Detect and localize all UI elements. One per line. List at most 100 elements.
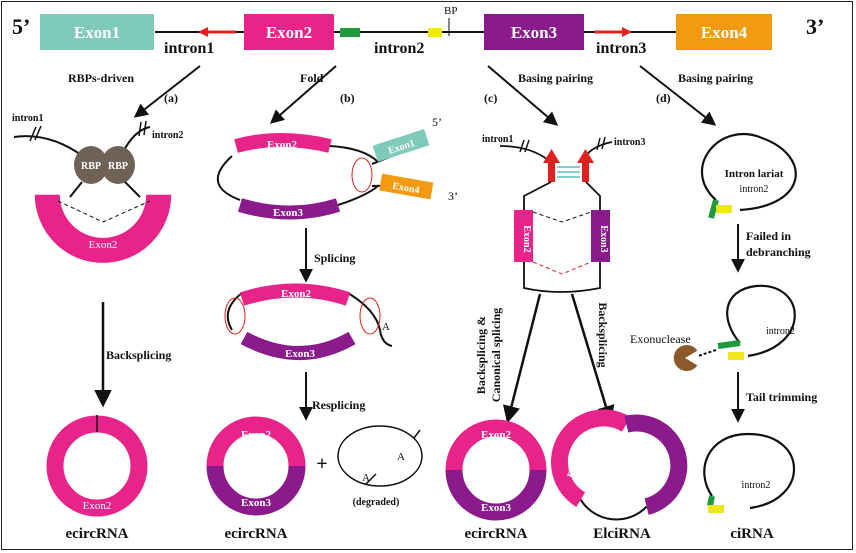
b-mid-exon3-band (240, 331, 356, 360)
b-exon3-label: Exon3 (273, 207, 303, 219)
a-strand (69, 181, 83, 198)
intron3-red-arrowhead (622, 27, 632, 37)
c-exon3-label: Exon3 (598, 225, 609, 252)
b-exon2-label: Exon2 (267, 139, 297, 151)
d-bottom-intron-label: intron2 (742, 480, 771, 491)
intron1-label: intron1 (164, 40, 214, 57)
c-intron3-cut (601, 136, 606, 150)
branch-c-letter: (c) (484, 91, 497, 105)
c-ring2-exon2-arc (551, 409, 631, 507)
exon4-label: Exon4 (701, 23, 748, 42)
c-exon3-box (591, 210, 610, 262)
b-product-label: ecircRNA (224, 526, 287, 542)
d-mid-intron-label: intron2 (766, 326, 795, 337)
b-ring-exon3-arc (206, 465, 306, 516)
branch-b-letter: (b) (340, 91, 355, 105)
c-exon2-box (514, 210, 533, 262)
b-mid-exon2-label: Exon2 (281, 288, 311, 300)
exonuclease-label: Exonuclease (630, 332, 691, 346)
b-three-prime: 3’ (448, 189, 458, 203)
three-prime-label: 3’ (806, 14, 824, 39)
c-right-red-arrow (582, 160, 589, 182)
b-ring-exon2-label: Exon2 (241, 429, 271, 441)
d-step2-label: Tail trimming (746, 390, 817, 404)
b-lariat-tail (413, 429, 421, 439)
d-step1-label-line1: Failed in (746, 229, 791, 243)
a-product-label: ecircRNA (65, 526, 128, 542)
b-lower-strand (337, 185, 379, 206)
b-mid-tail (379, 329, 393, 347)
d-lariat-label-line1: Intron lariat (725, 168, 784, 180)
b-mid-exon2-band (239, 283, 351, 306)
b-exon3-band (237, 198, 341, 220)
rbp-left-label: RBP (81, 161, 101, 172)
b-lariat-a2: A (362, 472, 370, 484)
b-mid-left-loop (224, 297, 246, 335)
c-ring1-exon3-label: Exon3 (481, 502, 511, 514)
d-bottom-branch-point (708, 505, 724, 513)
plus-sign: + (316, 453, 327, 475)
exon3-box (484, 14, 584, 50)
intron2-green-box (340, 28, 360, 37)
c-intron1-cut (519, 139, 525, 153)
five-prime-label: 5’ (12, 14, 30, 39)
rbp-right (101, 146, 135, 184)
rbp-right-label: RBP (108, 161, 128, 172)
b-upper-strand (329, 145, 379, 163)
branch-b-mechanism: Fold (300, 71, 324, 85)
d-bottom-loop (703, 432, 796, 510)
c-product2-label: ElciRNA (593, 526, 651, 542)
b-mid-right-strand (347, 292, 381, 331)
branch-a-letter: (a) (164, 91, 178, 105)
branch-c-arrow (487, 65, 559, 126)
branch-d-arrow (639, 65, 717, 126)
b-exon4-box (379, 173, 434, 200)
c-intron3-cut (596, 137, 601, 151)
d-lariat-branch-point (716, 205, 732, 213)
a-exon2-label: Exon2 (89, 239, 118, 251)
b-step1-label: Splicing (314, 251, 355, 265)
d-mid-branch-point (728, 352, 744, 360)
b-ring-exon2-arc (206, 416, 306, 467)
c-product1-label: ecircRNA (464, 526, 527, 542)
rbp-left (74, 146, 108, 184)
c-ring2-exon3-arc (624, 414, 688, 515)
b-ring-exon3-label: Exon3 (241, 497, 271, 509)
d-step1-label-line2: debranching (746, 245, 811, 259)
branch-b-arrow (269, 65, 337, 124)
c-right-step-label: Backsplicing (596, 302, 610, 367)
d-mid-green-tail (717, 340, 741, 349)
branch-d-letter: (d) (656, 91, 671, 105)
exon2-label: Exon2 (266, 23, 312, 42)
b-mid-exon3-label: Exon3 (285, 348, 315, 360)
a-intron2-label: intron2 (152, 130, 184, 141)
branch-point-box (428, 28, 442, 37)
a-step-label: Backsplicing (106, 348, 171, 362)
a-product-ring (46, 415, 148, 517)
d-bottom-green-tail (707, 495, 715, 507)
a-intron2-cut (138, 121, 142, 137)
a-intron1-label: intron1 (12, 113, 44, 124)
b-exon1-box (372, 129, 430, 162)
c-ring1-exon2-arc (445, 419, 547, 471)
a-strand (124, 181, 141, 198)
branch-a-mechanism: RBPs-driven (68, 71, 134, 85)
exon1-box (40, 14, 154, 50)
b-mid-left-strand (226, 292, 243, 331)
b-lariat-tail (365, 473, 377, 485)
a-intron1-cut (29, 126, 37, 142)
c-ring1-exon2-label: Exon2 (481, 429, 511, 441)
c-left-step-arrow (502, 293, 542, 424)
a-intron1-cut (34, 125, 42, 141)
c-ring2-intron-arc (579, 499, 648, 521)
c-hairpin-outline (523, 181, 601, 293)
b-exon4-label: Exon4 (392, 181, 421, 197)
intron1-red-arrowhead (198, 27, 208, 37)
c-exon2-label: Exon2 (521, 225, 532, 252)
d-mid-loop (726, 284, 796, 358)
b-lariat-a1: A (397, 451, 405, 463)
c-intron3-label: intron3 (614, 137, 646, 148)
